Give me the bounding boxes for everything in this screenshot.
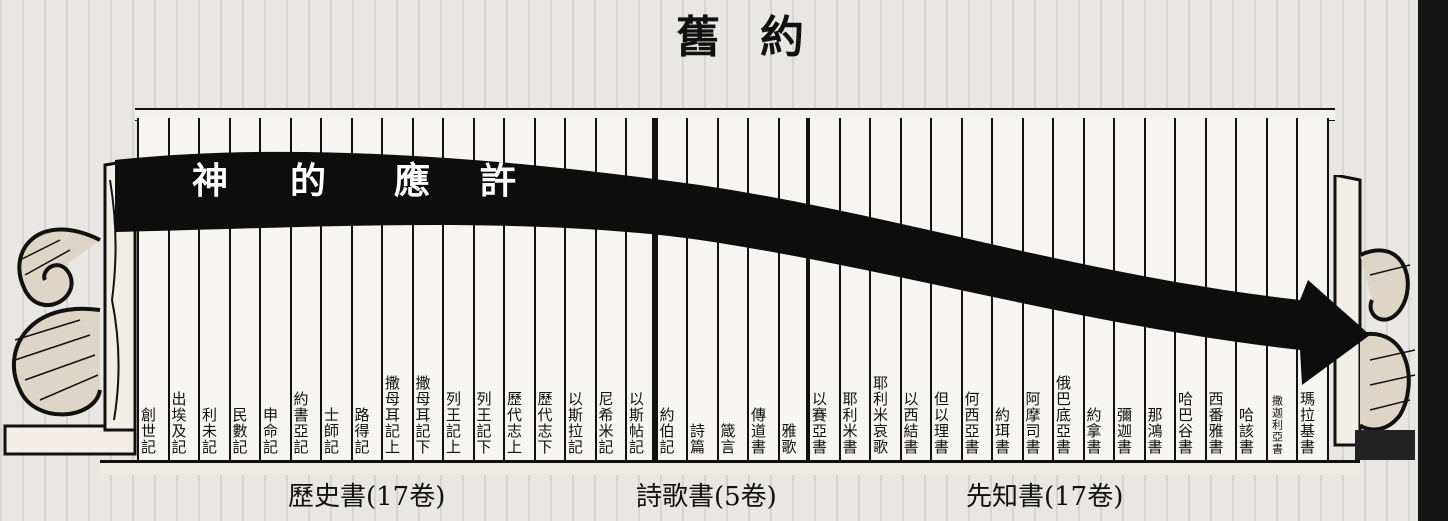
book-name: 約書亞記 — [291, 391, 310, 455]
book-name: 那鴻書 — [1145, 407, 1164, 455]
book-name: 列王記下 — [474, 391, 493, 455]
promise-word: 神 — [192, 161, 229, 202]
promise-word: 的 — [290, 161, 327, 202]
book-name: 耶利米書 — [840, 391, 859, 455]
book-name: 傳道書 — [749, 407, 767, 455]
book-name: 以斯帖記 — [627, 391, 645, 455]
book-name: 約伯記 — [657, 407, 676, 455]
left-bookend-scroll — [3, 160, 137, 456]
book-name: 瑪拉基書 — [1298, 391, 1316, 455]
book-name: 箴言 — [718, 423, 737, 455]
book-name: 撒母耳記上 — [383, 375, 401, 455]
promise-word: 應 — [394, 161, 431, 202]
book-name: 列王記上 — [444, 391, 462, 455]
book-name: 耶利米哀歌 — [871, 375, 889, 455]
book-name: 西番雅書 — [1206, 391, 1225, 455]
book-name: 哈該書 — [1237, 407, 1255, 455]
book-spine: 以西結書 — [899, 118, 932, 463]
book-name: 尼希米記 — [596, 391, 615, 455]
book-spine: 哈該書 — [1235, 118, 1268, 463]
book-name: 但以理書 — [932, 391, 950, 455]
book-name: 彌迦書 — [1115, 407, 1133, 455]
book-name: 詩篇 — [688, 423, 706, 455]
book-name: 歷代志下 — [535, 391, 554, 455]
diagram-title: 舊約 — [676, 12, 844, 63]
book-spine: 傳道書 — [747, 118, 780, 463]
book-spine: 箴言 — [716, 118, 749, 463]
book-name: 約珥書 — [993, 407, 1011, 455]
book-name: 路得記 — [352, 407, 371, 455]
book-name: 何西亞書 — [962, 391, 981, 455]
book-name: 出埃及記 — [169, 391, 188, 455]
book-name: 申命記 — [261, 407, 279, 455]
page-edge — [1418, 0, 1448, 521]
book-name: 約拿書 — [1084, 407, 1103, 455]
book-name: 以賽亞書 — [810, 391, 828, 455]
shelf-base — [100, 460, 1360, 475]
book-name: 雅歌 — [779, 423, 798, 455]
book-name: 阿摩司書 — [1023, 391, 1042, 455]
book-spine: 詩篇 — [686, 118, 719, 463]
book-name: 以斯拉記 — [566, 391, 584, 455]
book-name: 俄巴底亞書 — [1054, 375, 1072, 455]
section-divider-poetry-prophets — [806, 118, 810, 463]
book-name: 利未記 — [200, 407, 218, 455]
promise-word: 許 — [480, 161, 517, 202]
book-name: 撒母耳記下 — [413, 375, 432, 455]
section-divider-history-poetry — [652, 118, 656, 463]
book-name: 以西結書 — [901, 391, 920, 455]
book-name: 創世記 — [139, 407, 157, 455]
book-name: 歷代志上 — [505, 391, 523, 455]
section-label-prophets: 先知書(17卷) — [966, 482, 1124, 512]
section-label-poetry: 詩歌書(5卷) — [636, 482, 777, 512]
book-name: 士師記 — [322, 407, 340, 455]
right-bookend-scroll — [1333, 175, 1416, 460]
book-name: 哈巴谷書 — [1176, 391, 1194, 455]
section-label-history: 歷史書(17卷) — [288, 482, 446, 512]
book-name: 撒迦利亞書 — [1270, 395, 1284, 455]
book-name: 民數記 — [230, 407, 249, 455]
